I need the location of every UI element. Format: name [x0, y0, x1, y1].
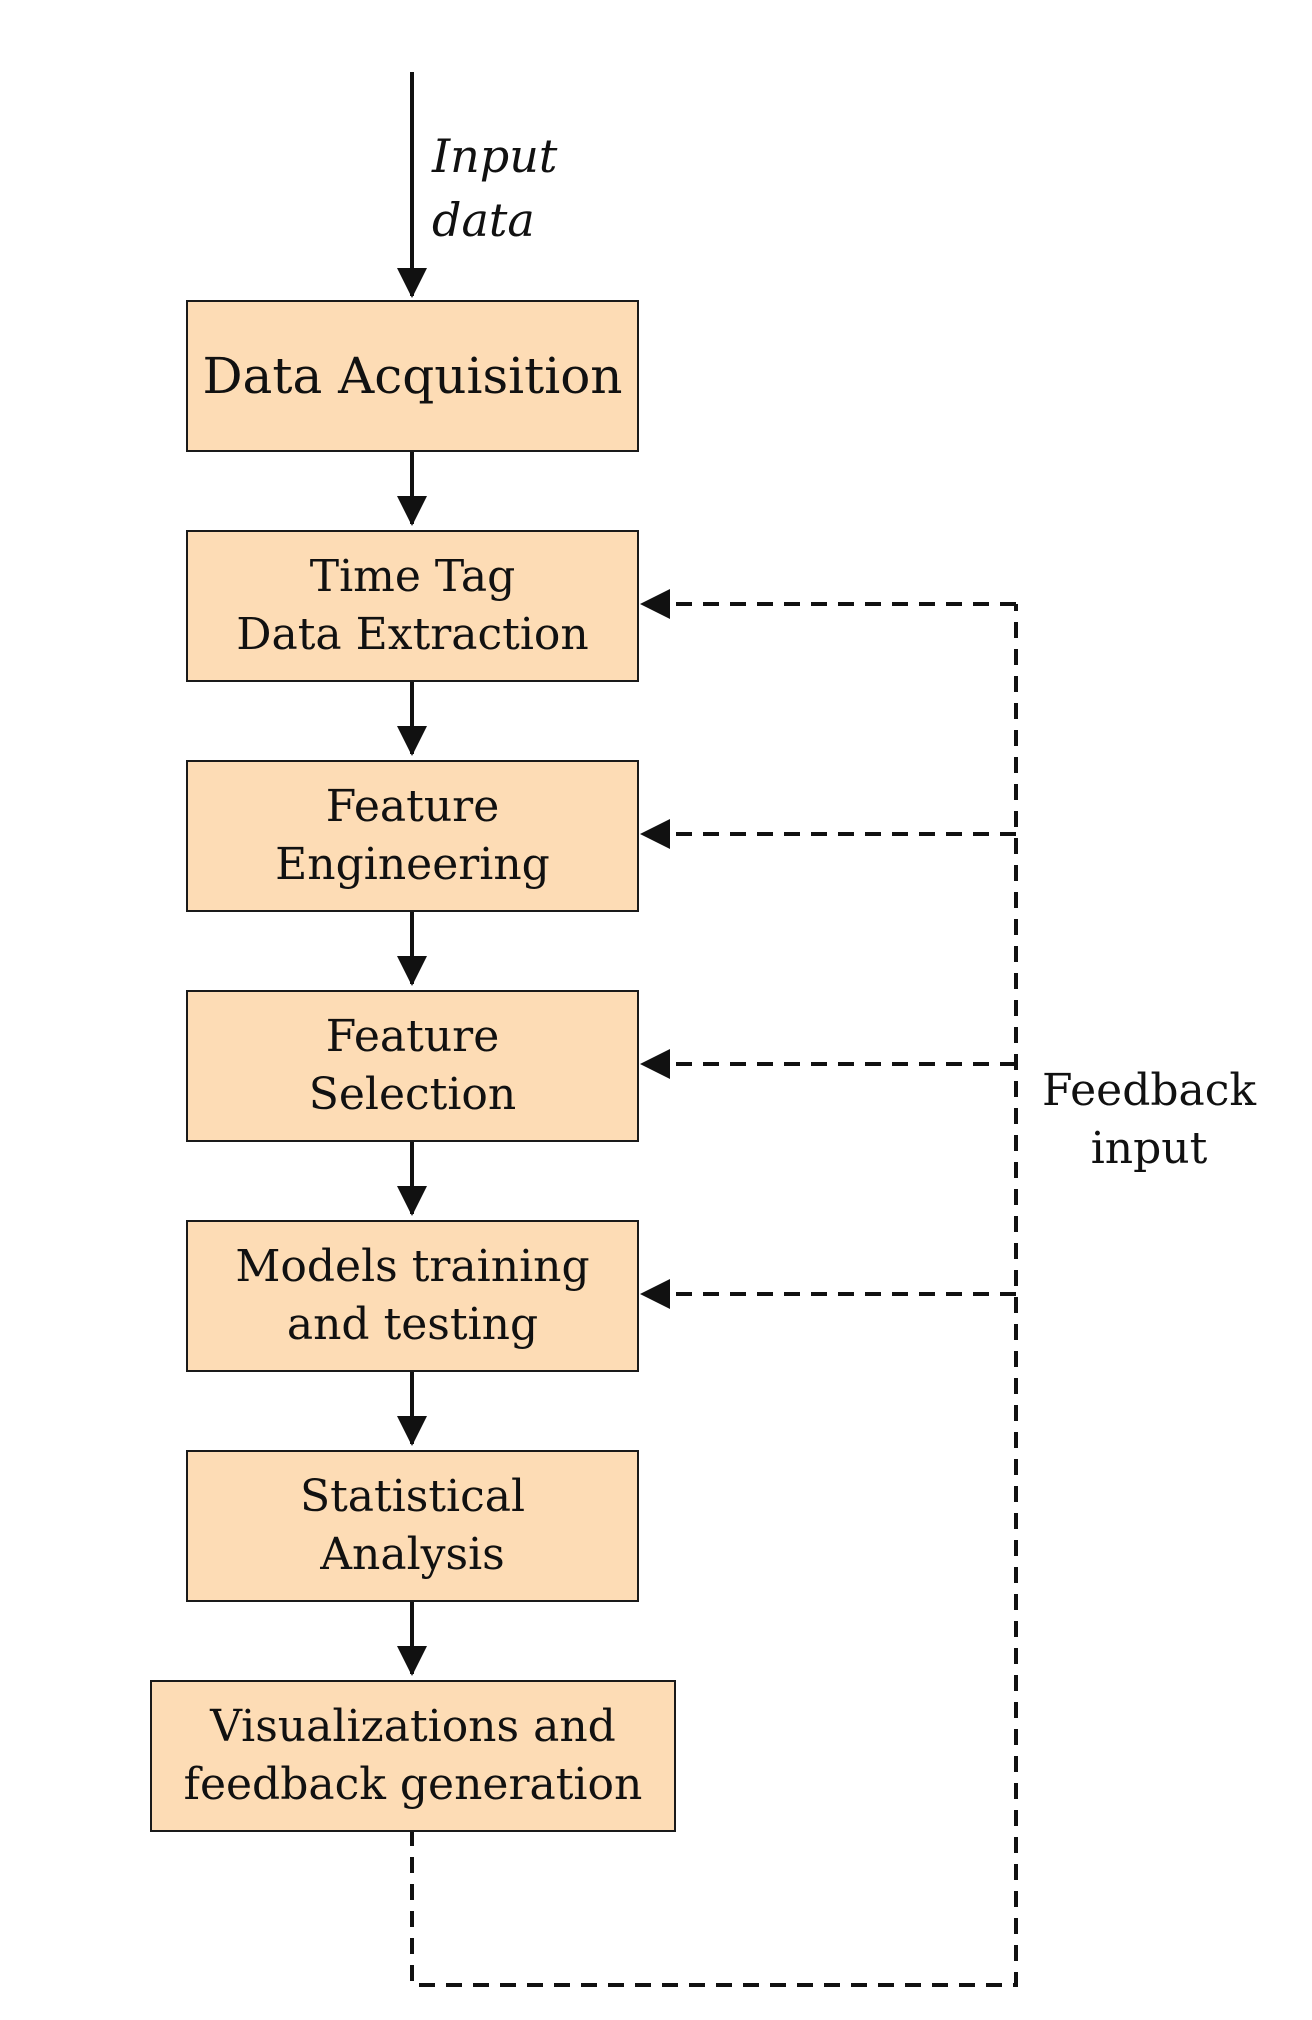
step-visualizations-feedback-generation: Visualizations and feedback generation	[150, 1680, 676, 1832]
step-feature-selection-line-1: Feature	[325, 1011, 500, 1062]
step-data-acquisition-label: Data Acquisition	[202, 347, 623, 405]
step-visualizations-line-1: Visualizations and	[210, 1701, 616, 1752]
step-feature-engineering-line-1: Feature	[325, 781, 500, 832]
step-time-tag-data-extraction: Time Tag Data Extraction	[186, 530, 639, 682]
step-feature-selection-line-2: Selection	[308, 1069, 517, 1120]
step-feature-selection: Feature Selection	[186, 990, 639, 1142]
feedback-input-label: Feedback input	[1042, 1062, 1256, 1178]
feedback-label-line-2: input	[1090, 1123, 1208, 1174]
step-feature-engineering-line-2: Engineering	[275, 839, 550, 890]
step-statistical-analysis-line-2: Analysis	[320, 1529, 505, 1580]
input-data-label: Input data	[432, 124, 557, 252]
step-time-tag-line-1: Time Tag	[309, 551, 516, 602]
step-statistical-analysis: Statistical Analysis	[186, 1450, 639, 1602]
step-models-training-line-2: and testing	[286, 1299, 539, 1350]
step-time-tag-line-2: Data Extraction	[236, 609, 589, 660]
step-visualizations-line-2: feedback generation	[183, 1759, 643, 1810]
input-label-line-2: data	[432, 193, 535, 247]
step-data-acquisition: Data Acquisition	[186, 300, 639, 452]
step-statistical-analysis-line-1: Statistical	[299, 1471, 526, 1522]
input-label-line-1: Input	[432, 129, 558, 183]
feedback-label-line-1: Feedback	[1042, 1065, 1257, 1116]
step-feature-engineering: Feature Engineering	[186, 760, 639, 912]
step-models-training-testing: Models training and testing	[186, 1220, 639, 1372]
step-models-training-line-1: Models training	[235, 1241, 590, 1292]
